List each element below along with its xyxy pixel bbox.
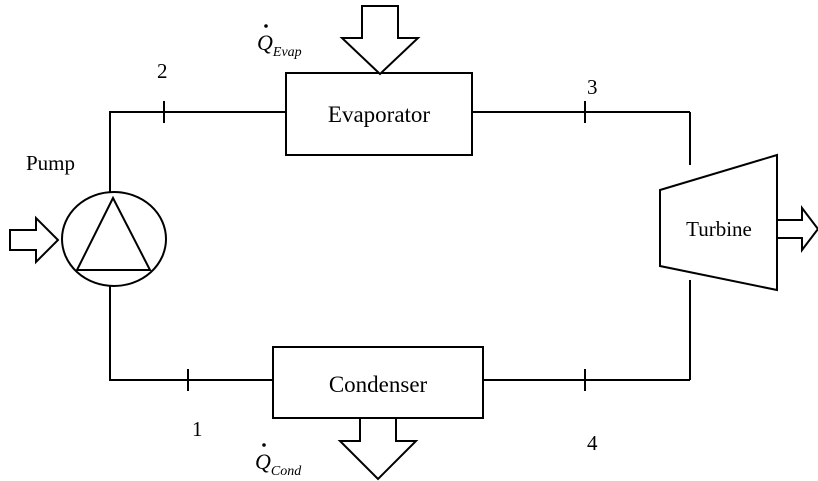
cond-heat-dot (262, 443, 266, 447)
pump-casing (61, 191, 167, 287)
state-ticks (163, 101, 586, 391)
turbine-work-arrow-icon (776, 205, 818, 253)
evap-heat-dot (264, 24, 268, 28)
cond-heat-output: QCond (255, 417, 419, 481)
pipe-pump-to-evaporator (109, 111, 286, 192)
turbine-label: Turbine (686, 217, 752, 241)
condenser: Condenser (272, 346, 484, 419)
evap-heat-input: QEvap (257, 5, 421, 76)
cond-heat-label: QCond (255, 449, 302, 479)
state-2-label: 2 (157, 59, 168, 83)
evap-heat-arrow-icon (339, 5, 421, 76)
pump-work-arrow-icon (9, 215, 60, 265)
turbine: Turbine (659, 153, 818, 292)
evap-heat-label: QEvap (257, 30, 302, 60)
pipe-condenser-to-pump (109, 286, 273, 381)
evap-heat-symbol: Q (257, 30, 273, 55)
pump-triangle-icon (75, 195, 152, 271)
cond-heat-arrow-icon (337, 417, 419, 481)
pump-label: Pump (26, 151, 75, 175)
state-1-label: 1 (192, 417, 203, 441)
state-3-label: 3 (587, 75, 598, 99)
pump: Pump (9, 151, 167, 287)
cond-heat-symbol: Q (255, 449, 271, 474)
evaporator-label: Evaporator (328, 102, 431, 127)
turbine-body (659, 153, 778, 292)
evap-heat-subscript: Evap (272, 45, 302, 60)
evaporator: Evaporator (285, 72, 473, 156)
cond-heat-subscript: Cond (271, 464, 302, 479)
pipes (109, 111, 691, 381)
condenser-box (272, 346, 484, 419)
condenser-label: Condenser (329, 372, 428, 397)
state-4-label: 4 (587, 431, 598, 455)
